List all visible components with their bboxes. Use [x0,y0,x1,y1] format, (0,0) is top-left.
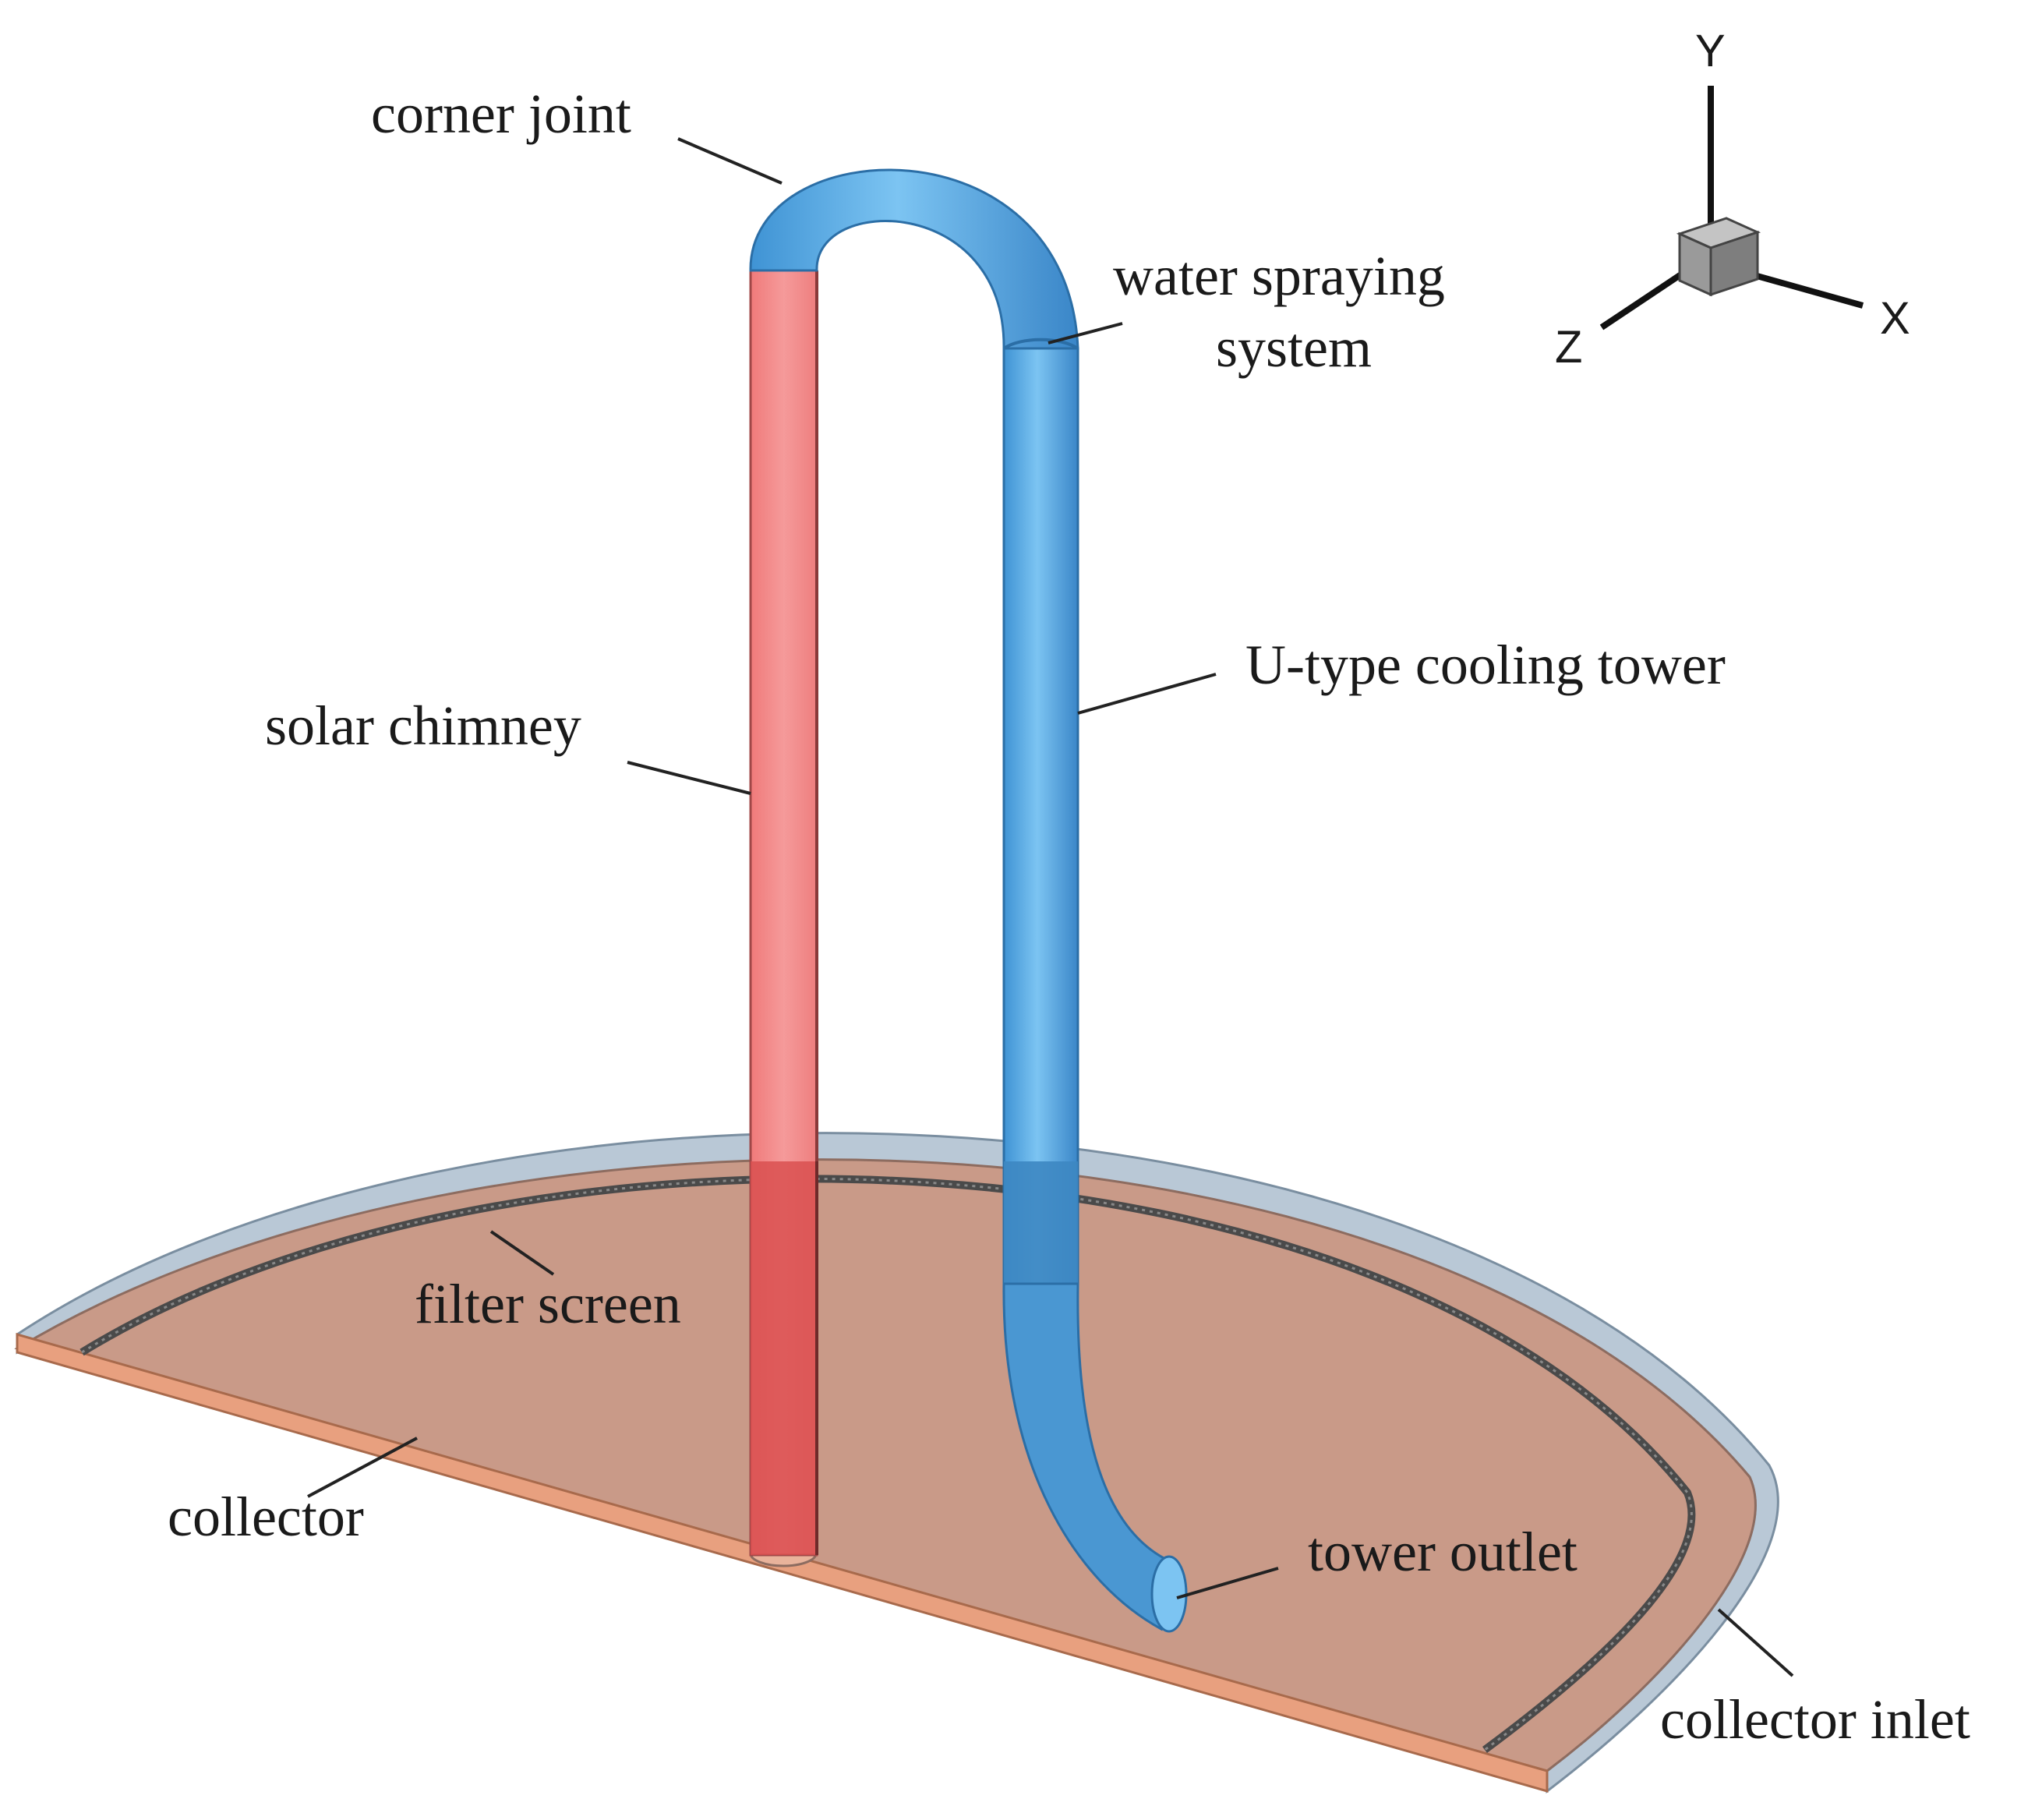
label-water-spraying-line1: water spraying [1113,245,1445,307]
label-collector: collector [168,1486,364,1548]
axis-label-z: Z [1555,322,1582,373]
label-tower-outlet: tower outlet [1308,1521,1577,1583]
leader-lines [307,137,1794,1677]
label-collector-inlet: collector inlet [1660,1688,1970,1751]
corner-joint [749,168,1079,350]
u-type-cooling-tower [749,168,1188,1633]
axis-cube [1676,217,1761,297]
collector-surface [14,1158,1757,1772]
collector-body [14,1132,1779,1794]
label-corner-joint: corner joint [371,83,631,145]
label-water-spraying-line2: system [1216,316,1372,379]
solar-chimney-tube [749,269,818,1557]
label-filter-screen: filter screen [415,1273,681,1335]
axis-label-y: Y [1695,26,1726,76]
label-u-type-cooling-tower: U-type cooling tower [1245,634,1726,696]
axis-triad: Y X Z [1555,26,1910,373]
label-solar-chimney: solar chimney [265,694,581,757]
water-spraying-ring [1002,337,1079,350]
tower-outlet-cap [1150,1555,1188,1633]
axis-label-x: X [1880,293,1910,344]
